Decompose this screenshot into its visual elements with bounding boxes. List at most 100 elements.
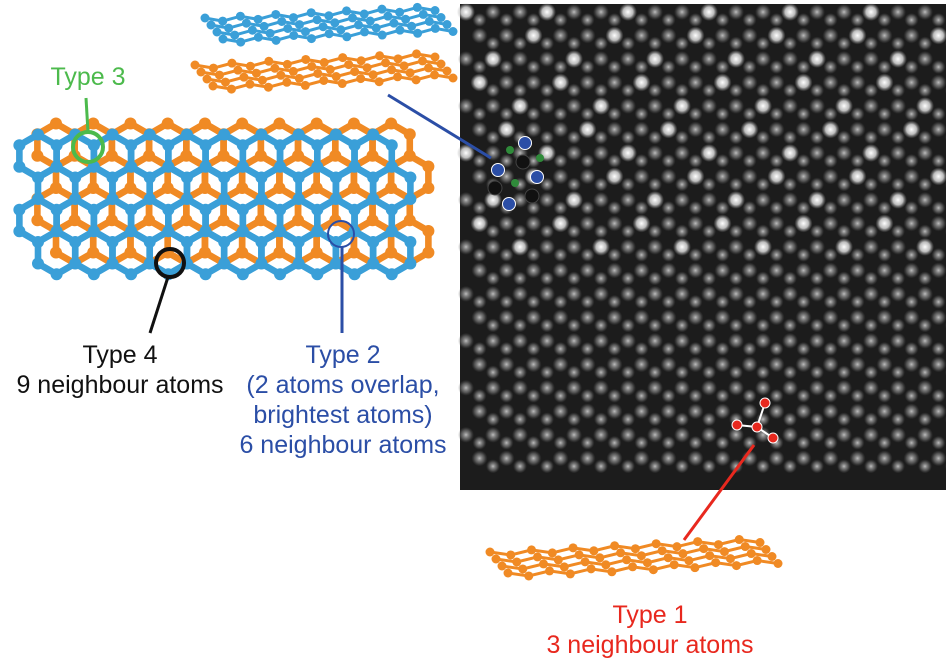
micrograph-spot — [458, 285, 474, 302]
micrograph-spot — [729, 224, 743, 239]
top-blue-sheet-atom — [430, 23, 440, 33]
micrograph-spot — [552, 356, 569, 373]
micrograph-spot — [849, 121, 866, 138]
micrograph-spot — [701, 191, 717, 208]
orange-layer-atom — [124, 117, 137, 130]
micrograph-spot — [929, 26, 946, 45]
orange-layer-atom — [422, 225, 435, 237]
orange-layer-atom — [143, 149, 156, 162]
bottom-orange-sheet-atom — [485, 547, 495, 557]
micrograph-spot — [891, 271, 905, 286]
micrograph-spot — [702, 412, 716, 427]
micrograph-spot — [850, 13, 865, 27]
micrograph-spot — [850, 294, 865, 309]
micrograph-spot — [918, 83, 932, 98]
micrograph-spot — [755, 285, 771, 302]
micrograph-spot — [715, 435, 730, 450]
micrograph-spot — [607, 106, 622, 121]
micrograph-spot — [769, 153, 784, 168]
micrograph-spot — [756, 459, 770, 474]
micrograph-spot — [525, 356, 542, 373]
micrograph-spot — [661, 106, 676, 121]
micrograph-spot — [688, 247, 703, 262]
micrograph-spot — [675, 459, 689, 474]
bottom-orange-sheet-atom — [690, 563, 700, 573]
top-orange-sheet-atom — [313, 68, 323, 78]
micrograph-spot — [607, 294, 622, 309]
micrograph-spot — [471, 121, 488, 138]
top-blue-sheet-atom — [212, 27, 222, 37]
bottom-orange-sheet-atom — [755, 538, 765, 547]
blue-layer-atom — [385, 139, 398, 152]
micrograph-spot — [551, 214, 570, 233]
micrograph-spot — [931, 59, 946, 74]
top-blue-sheet-atom — [389, 18, 399, 28]
blue-layer-atom — [218, 193, 231, 205]
blue-layer-atom — [385, 268, 398, 281]
micrograph-spot — [768, 450, 785, 467]
bottom-orange-sheet-atom — [642, 558, 652, 568]
micrograph-spot — [701, 379, 717, 396]
micrograph-spot — [755, 191, 771, 208]
micrograph-spot — [714, 309, 731, 326]
micrograph-spot — [498, 309, 515, 326]
micrograph-spot — [795, 262, 812, 279]
micrograph-spot — [567, 83, 581, 98]
blue-layer-atom — [180, 193, 193, 205]
top-orange-sheet-atom — [368, 70, 378, 80]
blue-layer-atom — [199, 139, 212, 152]
micrograph-spot — [781, 3, 799, 21]
micrograph-spot — [823, 341, 838, 356]
blue-layer-atom — [255, 128, 268, 141]
top-orange-sheet-atom — [442, 66, 452, 76]
micrograph-spot — [633, 356, 650, 373]
micrograph-spot — [904, 435, 919, 450]
top-blue-sheet-atom — [236, 37, 246, 47]
micrograph-spot — [620, 50, 636, 67]
micrograph-spot — [876, 450, 893, 467]
micrograph-spot — [864, 224, 878, 239]
orange-layer-atom — [422, 246, 435, 259]
blue-layer-atom — [274, 160, 287, 173]
micrograph-spot — [688, 59, 703, 74]
top-orange-sheet-atom — [270, 63, 280, 73]
type1-center-atom — [751, 421, 763, 433]
orange-layer-atom — [254, 214, 267, 227]
orange-layer-atom — [385, 246, 398, 259]
top-blue-sheet-atom — [424, 16, 434, 26]
micrograph-spot — [701, 97, 717, 114]
micrograph-spot — [471, 450, 488, 467]
type2-line3: 6 neighbour atoms — [239, 431, 447, 459]
micrograph-spot — [593, 379, 609, 396]
micrograph-spot — [903, 356, 920, 373]
blue-layer-atom — [404, 257, 417, 270]
orange-layer-atom — [50, 182, 62, 194]
micrograph-spot — [525, 215, 542, 232]
blue-layer-atom — [199, 203, 212, 216]
micrograph-spot — [795, 168, 812, 185]
bottom-orange-sheet-atom — [568, 543, 578, 553]
micrograph-spot — [486, 318, 500, 333]
blue-layer-atom — [69, 193, 82, 205]
micrograph-spot — [810, 36, 824, 51]
micrograph-spot — [579, 168, 596, 185]
micrograph-spot — [458, 379, 474, 396]
orange-layer-atom — [236, 117, 249, 130]
micrograph-spot — [809, 144, 825, 161]
micrograph-spot — [728, 4, 744, 20]
orange-layer-atom — [385, 117, 398, 130]
micrograph-spot — [755, 332, 771, 349]
type2-green-marker — [506, 146, 514, 154]
micrograph-spot — [648, 130, 662, 145]
micrograph-spot — [849, 309, 866, 326]
micrograph-spot — [810, 83, 824, 98]
micrograph-spot — [728, 97, 744, 114]
top-blue-sheet-atom — [413, 28, 423, 38]
micrograph-spot — [553, 153, 568, 168]
micrograph-spot — [783, 318, 797, 333]
orange-layer-atom — [198, 182, 211, 194]
micrograph-spot — [918, 130, 932, 145]
micrograph-spot — [875, 214, 894, 233]
micrograph-spot — [621, 365, 635, 380]
micrograph-spot — [903, 309, 920, 326]
